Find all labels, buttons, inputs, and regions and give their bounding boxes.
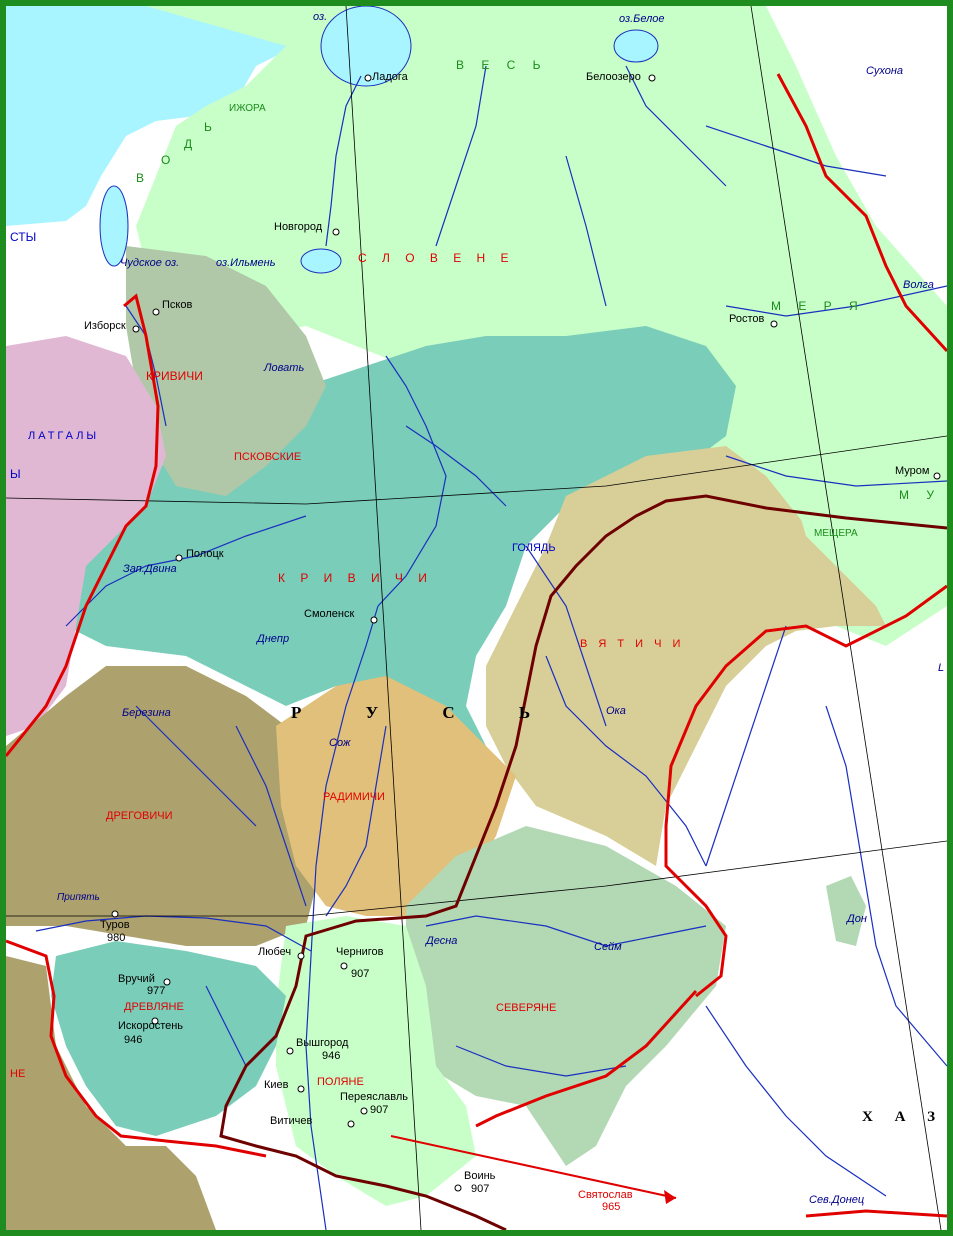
region-label-vyatichi: В Я Т И Ч И bbox=[580, 638, 685, 650]
city-label-izborsk: Изборск bbox=[84, 320, 126, 332]
region-severyane-green bbox=[406, 826, 726, 1166]
region-label-pskovskie: ПСКОВСКИЕ bbox=[234, 451, 302, 463]
region-drevlyane-teal bbox=[51, 941, 286, 1136]
lake-label-beloe: оз.Белое bbox=[619, 13, 665, 25]
region-label-latgaly: ЛАТГАЛЫ bbox=[28, 430, 100, 442]
city-markers bbox=[111, 74, 941, 1192]
region-label-vod-letter-3: Д bbox=[184, 137, 200, 151]
city-label-lyubech: Любеч bbox=[258, 946, 292, 958]
river-label-oka: Ока bbox=[606, 705, 626, 717]
region-label-drevlyane: ДРЕВЛЯНЕ bbox=[124, 1001, 184, 1013]
city-label-ladoga: Ладога bbox=[372, 71, 408, 83]
city-year-iskorosten: 946 bbox=[124, 1034, 143, 1046]
city-year-vruchiy: 977 bbox=[147, 985, 166, 997]
city-year-vyshgorod: 946 bbox=[322, 1050, 341, 1062]
region-pskov-grey bbox=[126, 246, 326, 496]
river-label-sozh: Сож bbox=[329, 737, 351, 749]
city-label-chernigov: Чернигов bbox=[336, 946, 384, 958]
river-label-lovat: Ловать bbox=[264, 362, 305, 374]
region-label-volynyane: НЕ bbox=[10, 1068, 26, 1080]
graticule bbox=[6, 6, 947, 1230]
region-label-meshchera: МЕЩЕРА bbox=[814, 528, 858, 539]
lake-label-chudskoe: Чудское оз. bbox=[120, 257, 180, 269]
region-don-speck bbox=[826, 876, 866, 946]
river-label-dnepr: Днепр bbox=[257, 633, 290, 645]
city-label-beloozero: Белоозеро bbox=[586, 71, 641, 83]
region-label-litva: Ы bbox=[10, 467, 21, 481]
city-year-pereyaslavl: 907 bbox=[370, 1104, 389, 1116]
city-label-polotsk: Полоцк bbox=[186, 548, 224, 560]
river-label-berezina: Березина bbox=[122, 707, 171, 719]
region-label-esty: СТЫ bbox=[10, 230, 37, 244]
region-south-olive bbox=[116, 1146, 216, 1230]
campaign-year-svyatoslav: 965 bbox=[602, 1201, 621, 1213]
lake-chudskoe bbox=[99, 185, 129, 267]
lake-label-ladoga: оз. bbox=[313, 11, 328, 23]
region-label-muroma: М У Р О bbox=[899, 488, 947, 502]
border-dark bbox=[219, 494, 947, 1230]
region-label-rus: Р У С Ь bbox=[291, 703, 561, 722]
region-label-ves: В Е С Ь bbox=[456, 58, 548, 72]
city-label-vyshgorod: Вышгород bbox=[296, 1037, 349, 1049]
river-label-sev-donets: Сев.Донец bbox=[809, 1194, 865, 1206]
city-year-voin: 907 bbox=[471, 1183, 490, 1195]
city-year-turov: 980 bbox=[107, 932, 126, 944]
lake-label-ilmen: оз.Ильмень bbox=[216, 257, 276, 269]
city-label-pereyaslavl: Переяславль bbox=[340, 1091, 408, 1103]
lake-beloe bbox=[613, 29, 659, 63]
city-label-rostov: Ростов bbox=[729, 313, 765, 325]
region-label-krivichi: К Р И В И Ч И bbox=[278, 571, 433, 585]
river-label-don: Дон bbox=[847, 913, 867, 925]
region-label-severyane: СЕВЕРЯНЕ bbox=[496, 1002, 557, 1014]
region-vyatichi-tan bbox=[486, 446, 886, 866]
region-polyane-green bbox=[276, 916, 476, 1206]
region-label-radimichi: РАДИМИЧИ bbox=[323, 791, 385, 803]
region-label-khazary: Х А З А bbox=[862, 1109, 947, 1125]
city-year-chernigov: 907 bbox=[351, 968, 370, 980]
lake-ladoga bbox=[320, 6, 412, 87]
city-label-vruchiy: Вручий bbox=[118, 973, 155, 985]
city-label-murom: Муром bbox=[895, 465, 930, 477]
region-label-vod-letter-2: О bbox=[161, 153, 178, 167]
city-label-iskorosten: Искоростень bbox=[118, 1020, 184, 1032]
region-krivichi-teal bbox=[56, 326, 736, 746]
region-dregovichi-olive bbox=[6, 666, 316, 946]
river-label-zap-dvina: Зап.Двина bbox=[123, 563, 177, 575]
city-label-turov: Туров bbox=[100, 919, 130, 931]
region-label-slovene: С Л О В Е Н Е bbox=[358, 251, 515, 265]
city-label-kiev: Киев bbox=[264, 1079, 289, 1091]
river-label-east-edge: L bbox=[938, 662, 945, 674]
campaign-label-svyatoslav: Святослав bbox=[578, 1189, 633, 1201]
region-label-izhora: ИЖОРА bbox=[229, 103, 266, 114]
region-label-krivichi-nw: КРИВИЧИ bbox=[146, 369, 203, 383]
region-label-vod-letter-1: В bbox=[136, 171, 152, 185]
map-canvas bbox=[6, 6, 947, 1230]
river-label-volga: Волга bbox=[903, 279, 934, 291]
campaign-arrow bbox=[390, 1135, 677, 1204]
river-label-seym: Сейм bbox=[594, 941, 622, 953]
city-label-vitichev: Витичев bbox=[270, 1115, 313, 1127]
region-label-merya: М Е Р Я bbox=[771, 299, 865, 313]
river-label-pripyat: Припять bbox=[57, 892, 100, 903]
region-label-dregovichi: ДРЕГОВИЧИ bbox=[106, 810, 173, 822]
city-label-novgorod: Новгород bbox=[274, 221, 323, 233]
sea-area bbox=[6, 6, 311, 226]
region-label-vod-letter-4: Ь bbox=[204, 120, 219, 134]
city-label-pskov: Псков bbox=[162, 299, 193, 311]
river-label-sukhona: Сухона bbox=[866, 65, 903, 77]
lake-ilmen bbox=[300, 248, 342, 274]
city-label-voin: Воинь bbox=[464, 1170, 496, 1182]
city-label-smolensk: Смоленск bbox=[304, 608, 355, 620]
region-latgaly-pink bbox=[6, 336, 166, 736]
region-label-golyad: ГОЛЯДЬ bbox=[512, 542, 556, 554]
borders-red bbox=[6, 73, 947, 1218]
river-label-desna: Десна bbox=[426, 935, 458, 947]
region-label-polyane: ПОЛЯНЕ bbox=[317, 1076, 364, 1088]
